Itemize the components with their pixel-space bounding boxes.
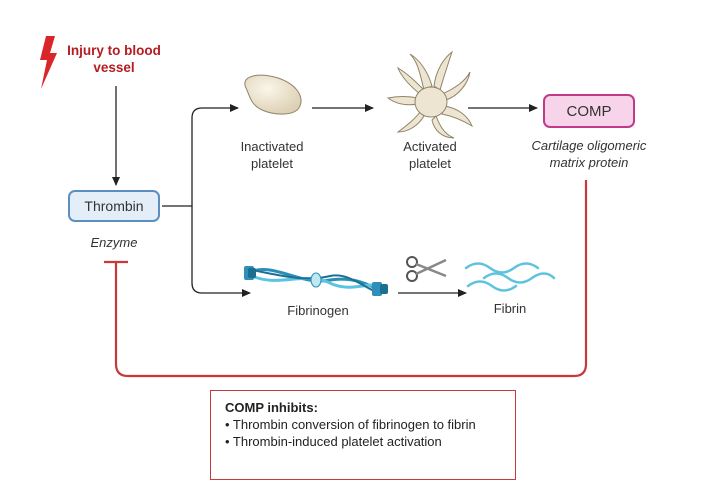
comp-caption-line1: Cartilage oligomeric	[531, 138, 647, 153]
thrombin-caption: Enzyme	[90, 235, 138, 250]
injury-label-line2: vessel	[93, 60, 135, 75]
arrow-thrombin-to-fibrinogen	[191, 206, 251, 297]
comp-caption: Cartilage oligomeric matrix protein	[514, 137, 664, 171]
comp-inhibits-title: COMP inhibits:	[225, 400, 318, 415]
comp-inhibits-item-2: • Thrombin-induced platelet activation	[225, 434, 442, 449]
comp-inhibits-box: COMP inhibits: • Thrombin conversion of …	[210, 390, 516, 480]
scissors-icon	[406, 256, 447, 282]
comp-node: COMP	[543, 94, 635, 128]
injury-label: Injury to blood vessel	[64, 42, 164, 76]
lightning-icon	[40, 36, 57, 89]
comp-inhibits-item-1: • Thrombin conversion of fibrinogen to f…	[225, 417, 476, 432]
comp-caption-line2: matrix protein	[549, 155, 629, 170]
fibrinogen-label: Fibrinogen	[287, 303, 349, 318]
activated-platelet-line1: Activated	[403, 139, 457, 154]
fibrin-label: Fibrin	[493, 301, 527, 316]
inactivated-platelet-line1: Inactivated	[240, 139, 304, 154]
activated-platelet-icon	[386, 50, 474, 139]
inhibition-line	[114, 180, 588, 378]
thrombin-node: Thrombin	[68, 190, 160, 222]
inactivated-platelet-line2: platelet	[251, 156, 293, 171]
injury-label-line1: Injury to blood	[67, 43, 161, 58]
thrombin-label: Thrombin	[84, 198, 144, 214]
activated-platelet-line2: platelet	[409, 156, 451, 171]
arrow-thrombin-to-platelet	[162, 104, 239, 207]
inactivated-platelet-icon	[244, 74, 302, 115]
fibrinogen-icon	[244, 266, 388, 296]
comp-label: COMP	[566, 102, 612, 120]
fibrin-icon	[464, 262, 556, 292]
activated-platelet-label: Activated platelet	[380, 138, 480, 172]
inactivated-platelet-label: Inactivated platelet	[222, 138, 322, 172]
